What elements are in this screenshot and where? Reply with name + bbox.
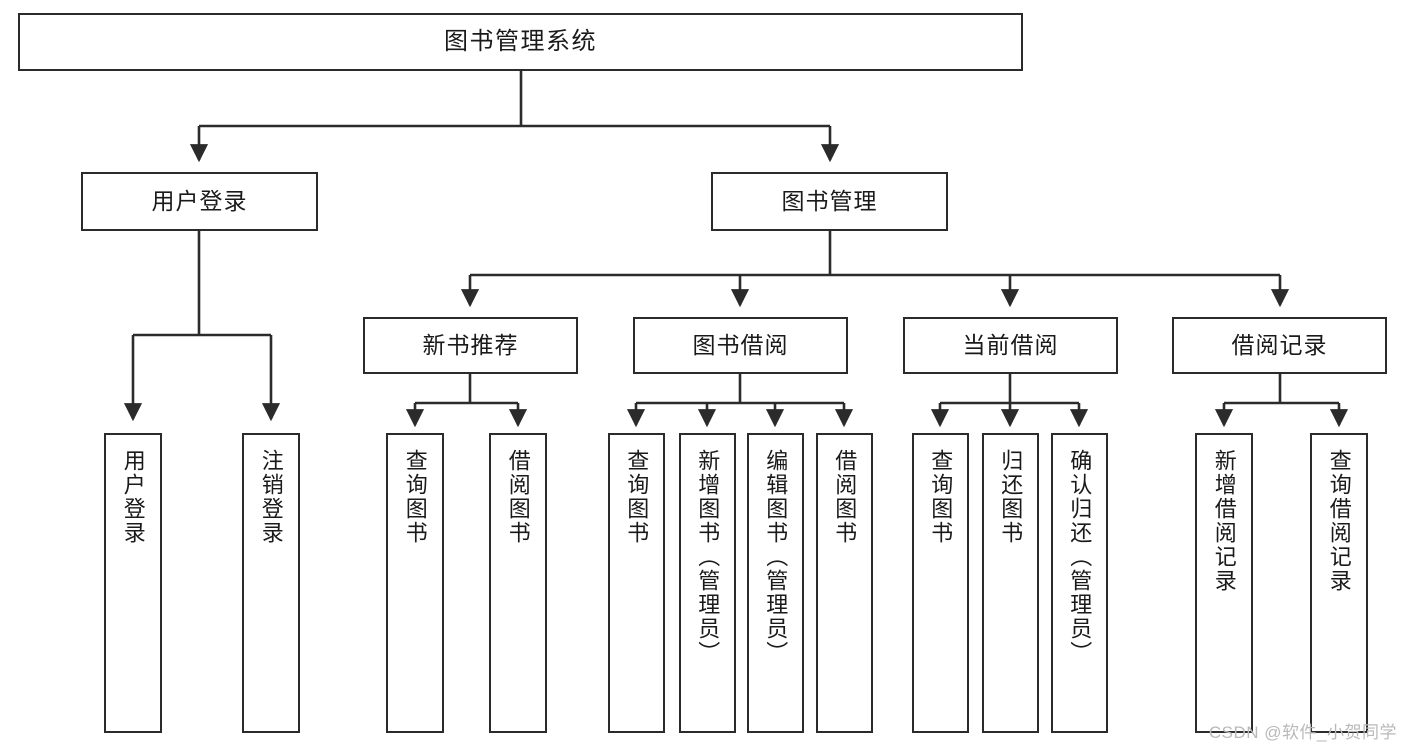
leaf-borrow-borrow-book[interactable]: 借阅图书	[816, 433, 873, 733]
node-label: 图书借阅	[692, 331, 789, 358]
node-borrow-record[interactable]: 借阅记录	[1172, 317, 1387, 374]
leaf-user-login-logout[interactable]: 注销登录	[242, 433, 300, 733]
node-label: 查询图书	[624, 449, 650, 545]
node-label: 编辑图书（管理员）	[763, 449, 789, 665]
node-label: 确认归还（管理员）	[1067, 449, 1093, 665]
leaf-new-book-query[interactable]: 查询图书	[386, 433, 444, 733]
node-new-book-recommendation[interactable]: 新书推荐	[363, 317, 578, 374]
node-label: 注销登录	[258, 449, 284, 545]
node-book-borrow[interactable]: 图书借阅	[633, 317, 848, 374]
node-label: 新增图书（管理员）	[695, 449, 721, 665]
node-label: 查询图书	[402, 449, 428, 545]
leaf-current-return-book[interactable]: 归还图书	[982, 433, 1039, 733]
leaf-current-query-book[interactable]: 查询图书	[912, 433, 969, 733]
node-root-book-management-system[interactable]: 图书管理系统	[18, 13, 1023, 71]
leaf-record-add-borrow-record[interactable]: 新增借阅记录	[1195, 433, 1253, 733]
watermark: CSDN @软件_小贺同学	[1208, 723, 1397, 742]
node-label: 归还图书	[998, 449, 1024, 545]
node-label: 借阅记录	[1231, 331, 1328, 358]
node-label: 新书推荐	[422, 331, 519, 358]
leaf-new-book-borrow[interactable]: 借阅图书	[489, 433, 547, 733]
node-current-borrow[interactable]: 当前借阅	[903, 317, 1118, 374]
node-label: 查询借阅记录	[1326, 449, 1352, 593]
node-label: 用户登录	[120, 449, 146, 545]
leaf-borrow-query-book[interactable]: 查询图书	[608, 433, 665, 733]
leaf-record-query-borrow-record[interactable]: 查询借阅记录	[1310, 433, 1368, 733]
node-label: 借阅图书	[505, 449, 531, 545]
leaf-borrow-add-book-admin[interactable]: 新增图书（管理员）	[679, 433, 736, 733]
node-book-management[interactable]: 图书管理	[711, 172, 948, 231]
node-label: 当前借阅	[962, 331, 1059, 358]
node-label: 借阅图书	[832, 449, 858, 545]
leaf-borrow-edit-book-admin[interactable]: 编辑图书（管理员）	[747, 433, 804, 733]
leaf-user-login-login[interactable]: 用户登录	[104, 433, 162, 733]
leaf-current-confirm-return-admin[interactable]: 确认归还（管理员）	[1051, 433, 1108, 733]
node-label: 图书管理	[781, 187, 878, 214]
node-label: 用户登录	[151, 187, 248, 214]
node-label: 新增借阅记录	[1211, 449, 1237, 593]
node-user-login[interactable]: 用户登录	[81, 172, 318, 231]
node-label: 查询图书	[928, 449, 954, 545]
node-label: 图书管理系统	[444, 27, 597, 55]
